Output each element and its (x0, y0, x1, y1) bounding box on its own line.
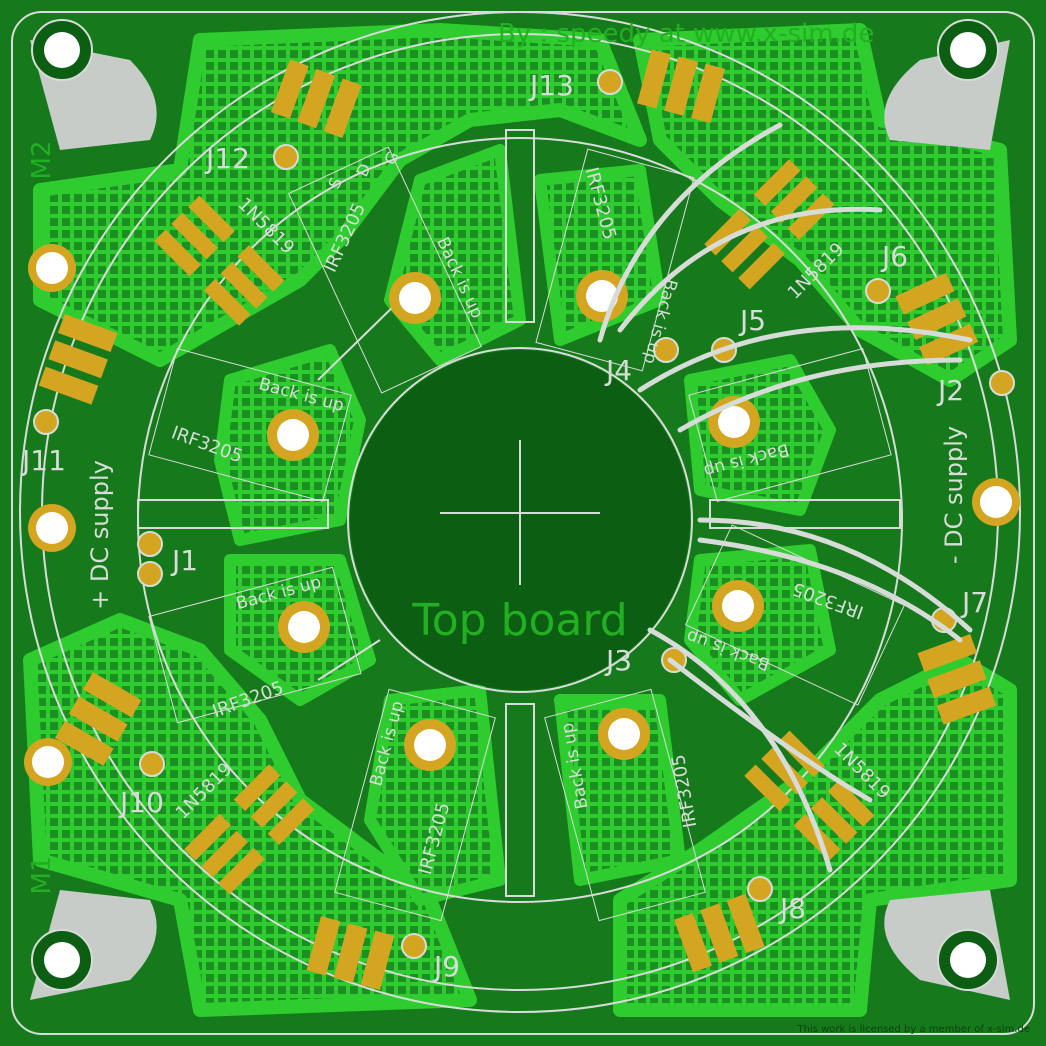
connector-label-j9: J9 (432, 950, 460, 983)
mount-hole-top-right (884, 19, 1010, 150)
pad-j2 (989, 370, 1015, 396)
credit-text: By : speedy at www.x-sim.de (498, 19, 874, 49)
pad-j1a (137, 531, 163, 557)
pad-j12 (273, 144, 299, 170)
center-label: Top board (411, 595, 627, 646)
mount-label-m1: M1 (27, 856, 57, 895)
corner-mounts (30, 19, 1010, 1000)
wire-outlines (597, 122, 973, 873)
mount-hole-bottom-right (884, 890, 1010, 1000)
mount-hole-bottom-left (30, 890, 157, 1000)
pad-j8 (747, 876, 773, 902)
minus-supply-label: - DC supply (940, 426, 968, 564)
mount-label-m2: M2 (27, 141, 57, 180)
connector-label-j11: J11 (20, 444, 66, 477)
supply-holes (24, 244, 1020, 786)
pad-j10 (139, 751, 165, 777)
pad-j11 (33, 409, 59, 435)
pad-j9 (401, 933, 427, 959)
connector-label-j8: J8 (778, 892, 806, 925)
connector-label-j3: J3 (604, 644, 632, 677)
pad-j4 (653, 337, 679, 363)
connector-label-j2: J2 (936, 374, 964, 407)
connector-label-j1: J1 (170, 544, 198, 577)
connector-pads (33, 69, 1015, 959)
mount-hole-top-left (30, 19, 157, 150)
connector-label-j5: J5 (738, 304, 766, 337)
connector-label-j10: J10 (118, 786, 164, 819)
connector-label-j4: J4 (604, 354, 632, 387)
mosfet-holes (267, 270, 764, 771)
pad-j13 (597, 69, 623, 95)
mounting-slots (137, 129, 901, 897)
connector-label-j13: J13 (528, 69, 574, 102)
connector-label-j7: J7 (960, 586, 988, 619)
pad-j6 (865, 278, 891, 304)
pad-j1b (137, 561, 163, 587)
connector-label-j12: J12 (204, 142, 250, 175)
connector-label-j6: J6 (880, 240, 908, 273)
component-outlines (148, 146, 906, 922)
footer-note: This work is licensed by a member of x-s… (796, 1024, 1030, 1035)
center-crosshair (440, 440, 600, 585)
plus-supply-label: + DC supply (86, 460, 114, 610)
